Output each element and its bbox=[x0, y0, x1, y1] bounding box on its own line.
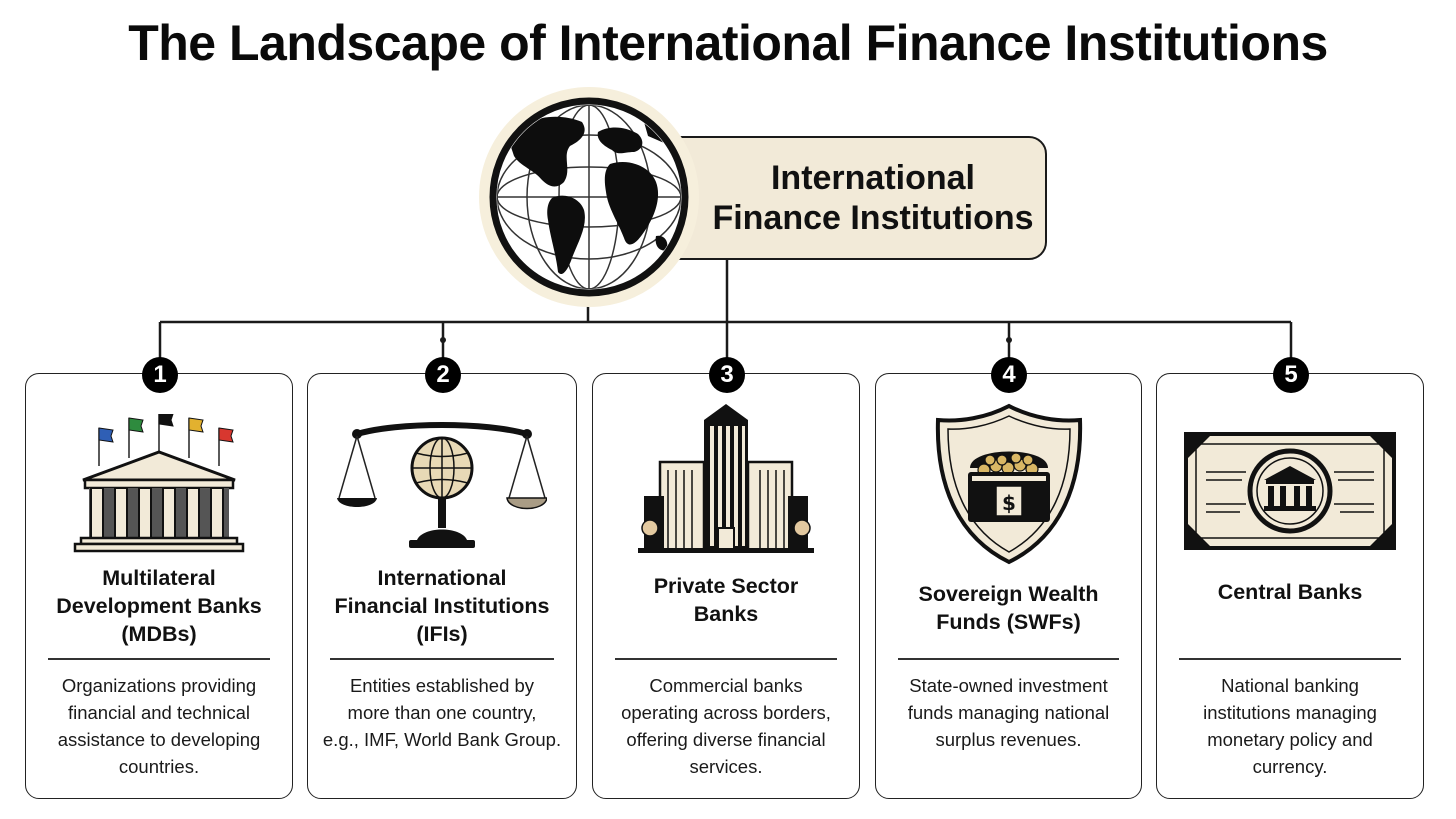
globe-icon bbox=[478, 86, 700, 308]
description-line: services. bbox=[689, 756, 763, 777]
description-line: State-owned investment bbox=[909, 675, 1108, 696]
category-description: Entities established by more than one co… bbox=[322, 672, 562, 753]
category-description: Organizations providing financial and te… bbox=[40, 672, 278, 780]
root-node: International Finance Institutions bbox=[655, 136, 1047, 260]
card-divider bbox=[898, 658, 1119, 660]
badge-number-5: 5 bbox=[1273, 357, 1309, 393]
description-line: Entities established by bbox=[349, 675, 535, 696]
heading-line: Sovereign Wealth bbox=[918, 582, 1099, 606]
badge-number-2: 2 bbox=[425, 357, 461, 393]
svg-text:$: $ bbox=[1002, 491, 1016, 515]
category-heading: Sovereign Wealth Funds (SWFs) bbox=[884, 580, 1133, 636]
category-description: Commercial banks operating across border… bbox=[607, 672, 845, 780]
category-heading: Private Sector Banks bbox=[601, 572, 851, 628]
category-card-mdbs: Multilateral Development Banks (MDBs) Or… bbox=[25, 373, 293, 799]
description-line: surplus revenues. bbox=[935, 729, 1082, 750]
card-divider bbox=[1179, 658, 1401, 660]
category-heading: International Financial Institutions (IF… bbox=[316, 564, 568, 648]
treasure-shield-icon: $ bbox=[876, 402, 1141, 566]
description-line: operating across borders, bbox=[621, 702, 831, 723]
root-label-line: Finance Institutions bbox=[712, 199, 1034, 237]
category-card-private-banks: Private Sector Banks Commercial banks op… bbox=[592, 373, 860, 799]
category-description: State-owned investment funds managing na… bbox=[890, 672, 1127, 753]
root-label-line: International bbox=[770, 159, 976, 197]
description-line: Organizations providing bbox=[61, 675, 257, 696]
category-card-ifis: International Financial Institutions (IF… bbox=[307, 373, 577, 799]
scales-globe-icon bbox=[308, 420, 576, 554]
heading-line: Financial Institutions bbox=[334, 594, 550, 618]
banknote-icon bbox=[1157, 432, 1423, 550]
description-line: assistance to developing bbox=[57, 729, 261, 750]
description-line: financial and technical bbox=[67, 702, 251, 723]
heading-line: Banks bbox=[693, 602, 759, 626]
heading-line: Development Banks bbox=[56, 594, 262, 618]
description-line: Commercial banks bbox=[649, 675, 803, 696]
badge-number-4: 4 bbox=[991, 357, 1027, 393]
card-divider bbox=[48, 658, 270, 660]
category-heading: Multilateral Development Banks (MDBs) bbox=[34, 564, 284, 648]
heading-line: (IFIs) bbox=[416, 622, 468, 646]
page-title: The Landscape of International Finance I… bbox=[128, 15, 1328, 71]
parliament-flags-icon bbox=[26, 414, 292, 554]
badge-number-1: 1 bbox=[142, 357, 178, 393]
description-line: offering diverse financial bbox=[626, 729, 826, 750]
category-card-swfs: $ Sovereign Wealth Funds (SWFs) State-ow… bbox=[875, 373, 1142, 799]
heading-line: International bbox=[377, 566, 507, 590]
heading-line: Central Banks bbox=[1217, 580, 1363, 604]
heading-line: (MDBs) bbox=[121, 622, 197, 646]
description-line: monetary policy and bbox=[1207, 729, 1373, 750]
card-divider bbox=[330, 658, 554, 660]
category-card-central-banks: Central Banks National banking instituti… bbox=[1156, 373, 1424, 799]
description-line: e.g., IMF, World Bank Group. bbox=[322, 729, 562, 750]
description-line: funds managing national bbox=[907, 702, 1110, 723]
heading-line: Funds (SWFs) bbox=[936, 610, 1081, 634]
card-divider bbox=[615, 658, 837, 660]
description-line: countries. bbox=[118, 756, 200, 777]
category-heading: Central Banks bbox=[1165, 578, 1415, 606]
category-description: National banking institutions managing m… bbox=[1171, 672, 1409, 780]
skyscraper-icon bbox=[593, 400, 859, 556]
description-line: institutions managing bbox=[1203, 702, 1377, 723]
description-line: more than one country, bbox=[347, 702, 537, 723]
description-line: National banking bbox=[1221, 675, 1359, 696]
description-line: currency. bbox=[1252, 756, 1328, 777]
heading-line: Multilateral bbox=[102, 566, 216, 590]
heading-line: Private Sector bbox=[653, 574, 799, 598]
badge-number-3: 3 bbox=[709, 357, 745, 393]
